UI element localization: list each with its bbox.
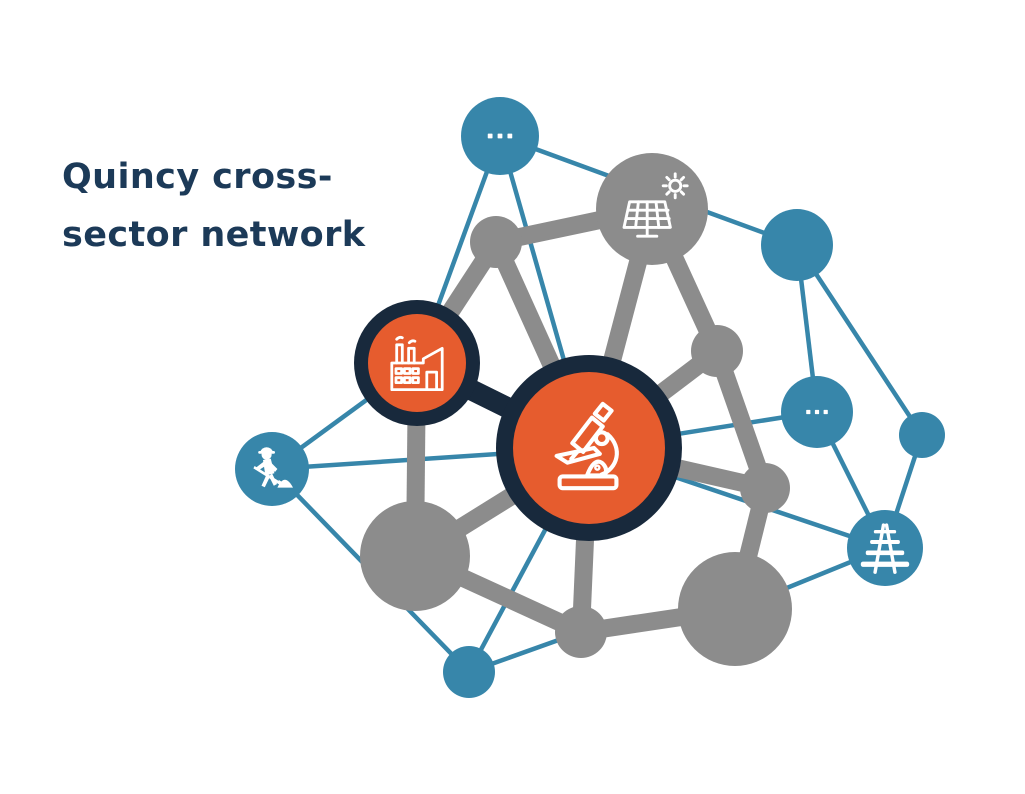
node-gray-right bbox=[740, 463, 790, 513]
node-construction bbox=[235, 432, 309, 506]
node-gray-mid bbox=[691, 325, 743, 377]
nodes-layer bbox=[235, 97, 945, 698]
node-more-top bbox=[461, 97, 539, 175]
node-blue-bottom bbox=[443, 646, 495, 698]
page-title-line1: Quincy cross- bbox=[62, 157, 333, 197]
edge-blue-topright-blue-far-right bbox=[795, 243, 924, 437]
node-gray-right-circle bbox=[740, 463, 790, 513]
ellipsis-icon bbox=[806, 409, 828, 415]
ellipsis-icon bbox=[487, 133, 513, 139]
node-factory bbox=[354, 300, 480, 426]
node-blue-bottom-circle bbox=[443, 646, 495, 698]
node-blue-far-right bbox=[899, 412, 945, 458]
node-microscope bbox=[496, 355, 682, 541]
node-gray-big-bottom bbox=[678, 552, 792, 666]
node-gray-big-left-circle bbox=[360, 501, 470, 611]
node-more-right bbox=[781, 376, 853, 448]
node-gray-small-top-circle bbox=[470, 216, 522, 268]
node-blue-far-right-circle bbox=[899, 412, 945, 458]
node-gray-small-top bbox=[470, 216, 522, 268]
page-title: Quincy cross- sector network bbox=[62, 148, 365, 264]
page-title-line2: sector network bbox=[62, 215, 366, 256]
node-gray-big-left bbox=[360, 501, 470, 611]
node-railway-circle bbox=[847, 510, 923, 586]
node-gray-mid-circle bbox=[691, 325, 743, 377]
node-gray-bottom-small bbox=[555, 606, 607, 658]
node-solar bbox=[596, 153, 708, 265]
node-blue-topright bbox=[761, 209, 833, 281]
node-gray-bottom-small-circle bbox=[555, 606, 607, 658]
node-blue-topright-circle bbox=[761, 209, 833, 281]
node-railway bbox=[847, 510, 923, 586]
node-gray-big-bottom-circle bbox=[678, 552, 792, 666]
